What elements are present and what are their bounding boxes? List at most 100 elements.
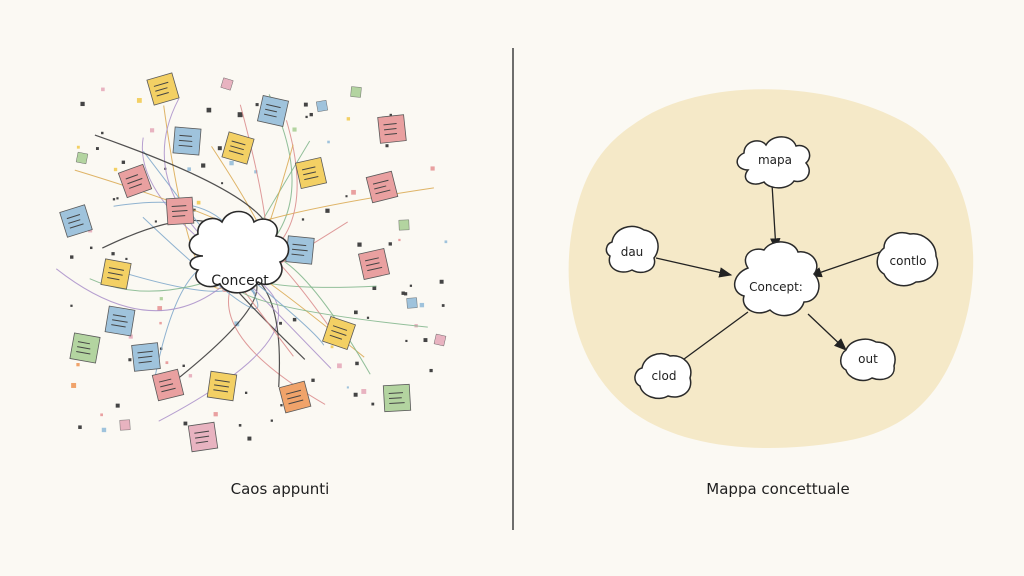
node-mapa: mapa [736,136,811,189]
confetti-dot [353,392,358,397]
sticky-note [165,196,195,226]
confetti-dot [255,103,259,107]
confetti-dot [279,321,282,325]
node-contlo-label: contlo [890,254,927,268]
node-contlo: contlo [876,232,939,287]
confetti-dot [76,363,80,367]
confetti-dot [76,145,80,149]
confetti-dot [346,386,349,389]
confetti-dot [154,220,157,223]
confetti-dot [247,436,252,441]
confetti-dot [100,413,103,417]
confetti-dot [337,363,342,369]
node-dau: dau [605,225,659,274]
concept-map-panel: mapa dau contlo Concept: clod out [568,89,974,449]
node-dau-label: dau [621,245,644,259]
confetti-dot [125,257,128,261]
confetti-dot [303,102,308,107]
confetti-dot [206,107,212,113]
sticky-note [322,316,356,350]
confetti-dot [111,252,115,256]
edge-mapa-to-center [770,183,781,252]
sticky-note [104,305,136,337]
confetti-dot [70,304,73,307]
sticky-note [69,332,101,364]
confetti-dot [159,321,162,325]
confetti-dot [237,112,243,118]
confetti-dot [157,306,163,311]
confetti-dot [405,339,408,343]
confetti-dot [78,425,82,429]
confetti-dot [388,242,392,246]
sticky-note [119,419,131,431]
confetti-dot [213,412,218,417]
confetti-dot [403,292,408,296]
sticky-note [206,370,238,402]
sticky-note [285,235,315,265]
concept-map-caption: Mappa concettuale [706,480,850,498]
sticky-note [357,247,391,281]
confetti-dot [327,140,330,144]
edge-center-to-out [807,313,847,351]
confetti-dot [95,147,99,150]
confetti-dot [346,117,351,121]
confetti-dot [355,361,359,366]
sticky-note [221,131,255,165]
confetti-dot [101,427,107,433]
confetti-dot [165,361,169,365]
chaos-panel: Conceot [55,72,448,453]
confetti-dot [354,310,358,315]
confetti-dot [182,364,185,368]
confetti-dot [80,101,85,107]
confetti-dot [401,291,405,295]
confetti-dot [89,246,93,250]
sticky-note [350,86,362,98]
sticky-note [100,258,132,290]
confetti-dot [371,402,375,406]
sticky-note [377,114,407,144]
confetti-dot [116,197,119,200]
confetti-dot [385,144,389,148]
confetti-dot [270,419,273,422]
sticky-note [278,380,312,414]
confetti-dot [217,146,222,151]
sticky-note [406,297,418,309]
sticky-note [220,77,234,91]
confetti-dot [444,240,448,244]
node-clod: clod [634,352,692,400]
confetti-dot [292,317,297,322]
confetti-dot [366,316,370,319]
node-mapa-label: mapa [758,153,792,167]
chaos-center-label: Conceot [211,273,269,289]
confetti-dot [244,391,248,394]
confetti-dot [115,403,120,408]
sticky-note [256,94,290,128]
confetti-dot [301,218,305,221]
confetti-dot [372,286,377,291]
sticky-note [398,219,410,231]
confetti-dot [423,338,428,343]
confetti-dot [351,189,356,195]
tangle-string [55,268,241,312]
confetti-dot [196,200,201,205]
edge-center-to-clod [679,311,749,363]
confetti-dot [229,160,234,166]
confetti-dot [309,112,313,117]
sticky-note [433,333,447,347]
sticky-note [131,342,161,372]
confetti-dot [128,358,132,362]
confetti-dot [121,160,126,164]
confetti-dot [159,297,163,301]
confetti-dot [201,163,206,168]
confetti-dot [389,113,392,117]
confetti-dot [441,304,445,307]
confetti-dot [430,166,435,171]
confetti-dot [187,167,191,171]
chaos-center-cloud: Conceot [188,210,290,294]
confetti-dot [409,284,413,287]
confetti-dot [292,127,297,132]
node-center-label: Concept: [749,280,803,294]
sticky-notes [59,72,447,453]
confetti-dot [311,378,315,382]
